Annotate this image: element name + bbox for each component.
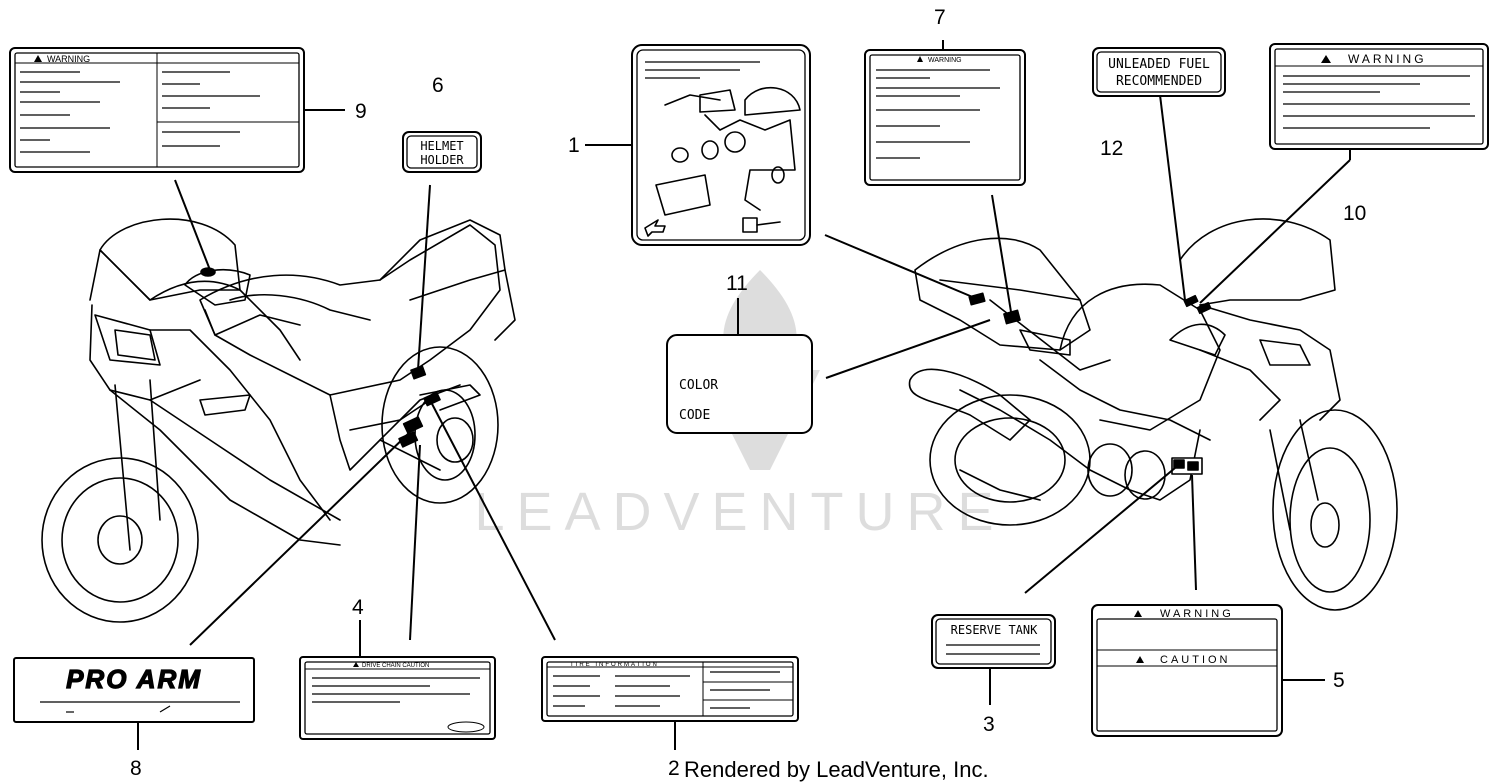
warning-9-text: WARNING — [47, 54, 90, 64]
callout-9: 9 — [355, 100, 367, 123]
pro-arm-text: PRO ARM — [66, 664, 202, 694]
label-6-helmet-holder: HELMET HOLDER — [402, 131, 482, 173]
callout-7: 7 — [934, 6, 946, 29]
label-5-warning-caution: WARNING CAUTION — [1091, 604, 1283, 737]
caution-triangle-icon — [1136, 656, 1144, 663]
callout-3: 3 — [983, 713, 995, 736]
helmet-holder-line2: HOLDER — [420, 153, 464, 167]
caution-5-text: CAUTION — [1160, 654, 1231, 666]
label-11-color-code: COLOR CODE — [666, 334, 813, 434]
watermark-text: LEADVENTURE — [474, 482, 1005, 542]
label-8-pro-arm: PRO ARM — [13, 657, 255, 723]
label-7-warning-panel: WARNING — [864, 49, 1026, 186]
reserve-tank-text: RESERVE TANK — [951, 623, 1038, 637]
callout-4: 4 — [352, 596, 364, 619]
label-4-drive-chain-caution: DRIVE CHAIN CAUTION — [299, 656, 496, 740]
callout-10: 10 — [1343, 202, 1366, 225]
callout-11: 11 — [726, 272, 748, 295]
callout-6: 6 — [432, 74, 444, 97]
helmet-holder-line1: HELMET — [420, 139, 463, 153]
label-1-schematic-panel — [631, 44, 811, 246]
warning-triangle-icon — [1321, 55, 1331, 63]
color-code-line2: CODE — [679, 408, 710, 423]
left-motorcycle — [41, 218, 516, 623]
label-10-warning-panel: WARNING — [1269, 43, 1489, 150]
callout-5: 5 — [1333, 669, 1345, 692]
drive-chain-text: DRIVE CHAIN CAUTION — [362, 663, 429, 669]
callout-2: 2 — [668, 757, 680, 780]
warning-10-text: WARNING — [1348, 52, 1427, 66]
fuel-line2: RECOMMENDED — [1116, 74, 1202, 89]
warning-7-text: WARNING — [928, 57, 962, 64]
credit-text: Rendered by LeadVenture, Inc. — [684, 757, 989, 782]
label-3-reserve-tank: RESERVE TANK — [931, 614, 1056, 669]
warning-triangle-icon — [1134, 610, 1142, 617]
caution-triangle-icon — [353, 662, 359, 667]
warning-5-text: WARNING — [1160, 608, 1234, 620]
leader-lines — [137, 40, 1351, 750]
fuel-line1: UNLEADED FUEL — [1108, 57, 1210, 72]
warning-triangle-icon — [34, 55, 42, 62]
warning-triangle-icon — [917, 56, 923, 62]
color-code-line1: COLOR — [679, 378, 718, 393]
label-9-warning-panel: WARNING — [9, 47, 305, 173]
callout-1: 1 — [568, 134, 580, 157]
label-2-tire-information: TIRE INFORMATION — [541, 656, 799, 722]
right-motorcycle — [908, 218, 1398, 611]
tire-info-text: TIRE INFORMATION — [570, 662, 659, 668]
label-12-unleaded-fuel: UNLEADED FUEL RECOMMENDED — [1092, 47, 1226, 97]
callout-8: 8 — [130, 757, 142, 780]
callout-12: 12 — [1100, 137, 1123, 160]
